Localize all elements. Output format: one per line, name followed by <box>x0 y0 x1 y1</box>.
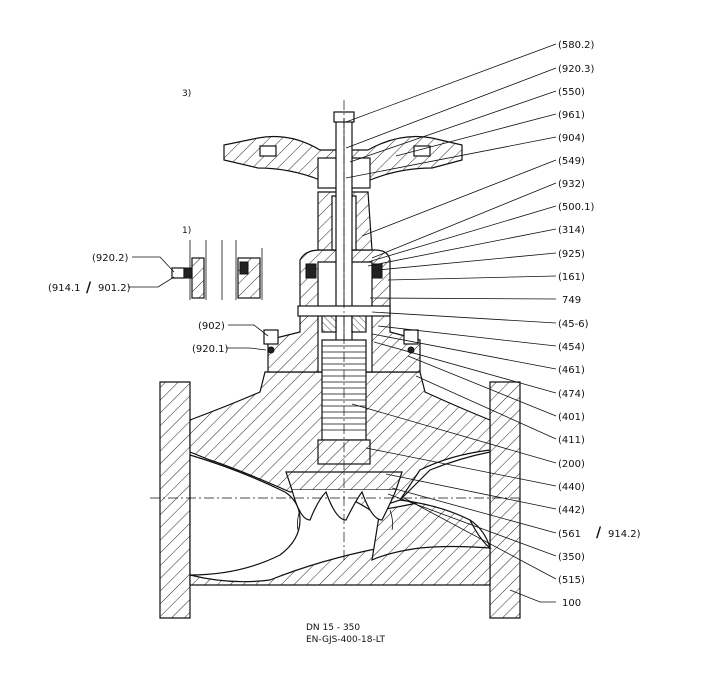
label-474: (474) <box>558 389 585 400</box>
label-561: (561 <box>558 529 581 540</box>
label-904: (904) <box>558 133 585 144</box>
note-marker-3: 3) <box>182 89 191 99</box>
label-902: (902) <box>198 321 225 332</box>
left-leaders <box>128 256 269 351</box>
label-580-2: (580.2) <box>558 40 595 51</box>
label-440: (440) <box>558 482 585 493</box>
label-515: (515) <box>558 575 585 586</box>
note-marker-1: 1) <box>182 226 191 236</box>
left-part-labels: (920.2) (914.1 / 901.2) (902) (920.1) <box>48 253 229 355</box>
label-914-1-separator: / <box>86 280 92 296</box>
label-314: (314) <box>558 225 585 236</box>
label-549: (549) <box>558 156 585 167</box>
label-461: (461) <box>558 365 585 376</box>
detail-1-inset <box>171 240 263 300</box>
right-part-labels: (580.2) (920.3) (550) (961) (904) (549) … <box>558 40 641 609</box>
label-932: (932) <box>558 179 585 190</box>
label-350: (350) <box>558 552 585 563</box>
label-401: (401) <box>558 412 585 423</box>
label-920-3: (920.3) <box>558 64 595 75</box>
label-961: (961) <box>558 110 585 121</box>
label-100: 100 <box>562 598 581 609</box>
label-411: (411) <box>558 435 585 446</box>
label-920-2: (920.2) <box>92 253 129 264</box>
label-454: (454) <box>558 342 585 353</box>
label-920-1: (920.1) <box>192 344 229 355</box>
label-914-1: (914.1 <box>48 283 81 294</box>
caption-size-range: DN 15 - 350 <box>306 623 360 633</box>
label-550: (550) <box>558 87 585 98</box>
label-45-6: (45-6) <box>558 319 589 330</box>
label-925: (925) <box>558 249 585 260</box>
label-161: (161) <box>558 272 585 283</box>
caption-material: EN-GJS-400-18-LT <box>306 635 385 645</box>
label-200: (200) <box>558 459 585 470</box>
right-leaders <box>345 43 557 603</box>
label-901-2: 901.2) <box>98 283 131 294</box>
label-914-2: 914.2) <box>608 529 641 540</box>
label-561-separator: / <box>596 525 602 541</box>
label-749: 749 <box>562 295 581 306</box>
label-442: (442) <box>558 505 585 516</box>
label-500-1: (500.1) <box>558 202 595 213</box>
